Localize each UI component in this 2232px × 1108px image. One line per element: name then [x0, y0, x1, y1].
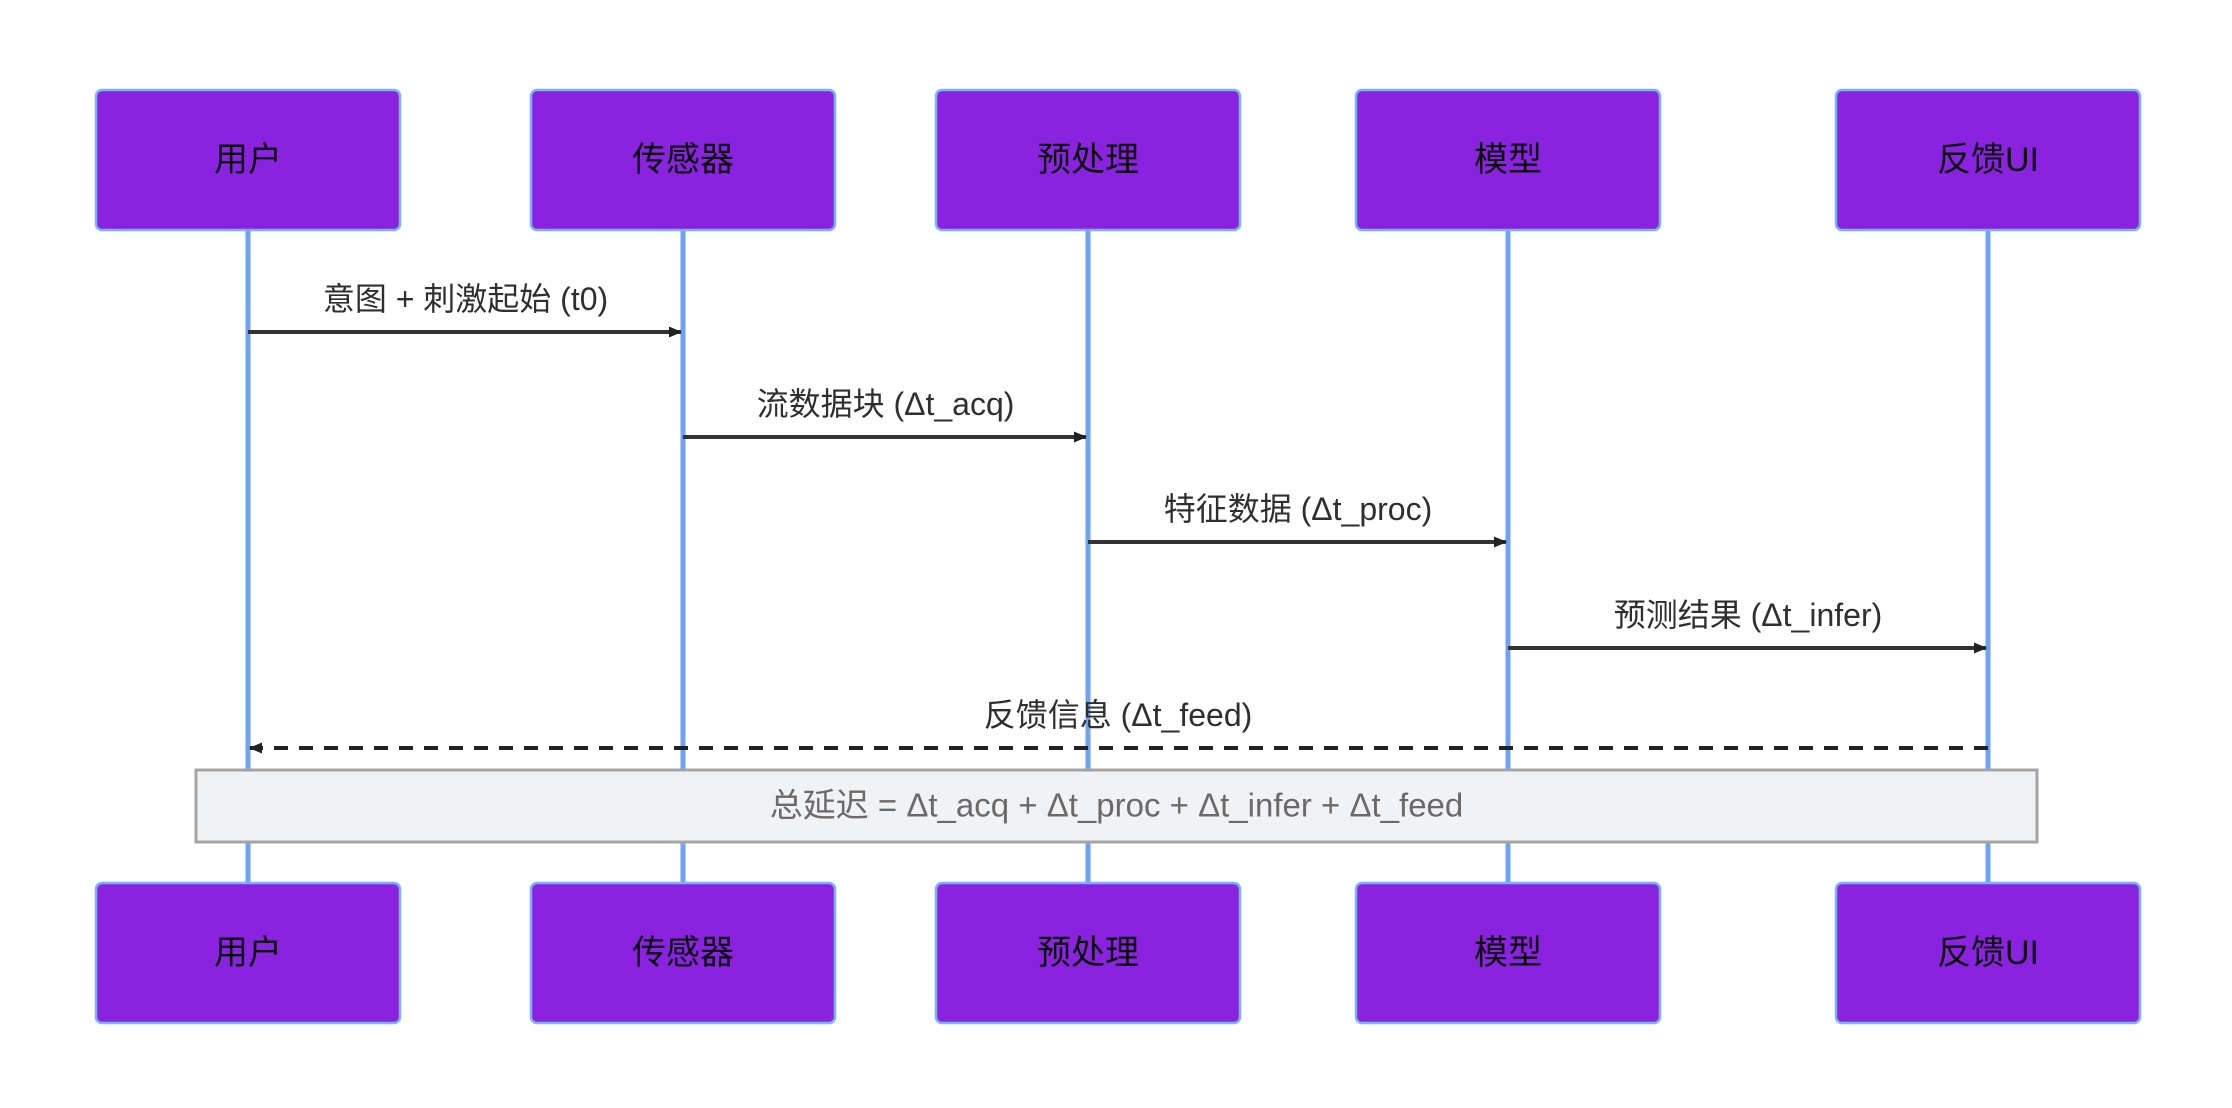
- participant-top-feedback_ui[interactable]: 反馈UI: [1834, 88, 2142, 232]
- message-label: 预测结果 (Δt_infer): [1614, 597, 1883, 633]
- participant-box[interactable]: [1834, 881, 2142, 1025]
- participant-top-model[interactable]: 模型: [1354, 88, 1662, 232]
- participant-label: 用户: [214, 141, 282, 179]
- participant-label: 反馈UI: [1937, 141, 2039, 179]
- note-box[interactable]: [194, 768, 2039, 844]
- participant-label: 预处理: [1037, 934, 1139, 972]
- participant-bottom-preprocess[interactable]: 预处理: [934, 881, 1242, 1025]
- top-participants-group: 用户 传感器 预处理 模型 反馈UI: [94, 88, 2142, 232]
- participant-label: 预处理: [1037, 141, 1139, 179]
- participant-box[interactable]: [529, 88, 837, 232]
- participant-label: 模型: [1474, 934, 1542, 972]
- participant-box[interactable]: [934, 881, 1242, 1025]
- participant-box[interactable]: [934, 88, 1242, 232]
- message-label: 意图 + 刺激起始 (t0): [323, 281, 608, 317]
- message-label: 特征数据 (Δt_proc): [1164, 491, 1433, 527]
- participant-bottom-feedback_ui[interactable]: 反馈UI: [1834, 881, 2142, 1025]
- participant-box[interactable]: [1834, 88, 2142, 232]
- participant-top-preprocess[interactable]: 预处理: [934, 88, 1242, 232]
- participant-box[interactable]: [1354, 88, 1662, 232]
- participant-label: 传感器: [632, 934, 734, 972]
- participant-bottom-model[interactable]: 模型: [1354, 881, 1662, 1025]
- participant-box[interactable]: [94, 88, 402, 232]
- message-5-feedback_ui-to-user[interactable]: 反馈信息 (Δt_feed): [249, 697, 1988, 754]
- message-2-sensor-to-preprocess[interactable]: 流数据块 (Δt_acq): [683, 386, 1087, 443]
- participant-label: 模型: [1474, 141, 1542, 179]
- messages-group: 意图 + 刺激起始 (t0) 流数据块 (Δt_acq) 特征数据 (Δt_proc…: [248, 281, 1988, 754]
- participant-box[interactable]: [1354, 881, 1662, 1025]
- participant-bottom-sensor[interactable]: 传感器: [529, 881, 837, 1025]
- participant-box[interactable]: [529, 881, 837, 1025]
- note-group: 总延迟 = Δt_acq + Δt_proc + Δt_infer + Δt_f…: [194, 768, 2039, 844]
- participant-label: 用户: [214, 934, 282, 972]
- message-label: 流数据块 (Δt_acq): [757, 386, 1015, 422]
- note-text: 总延迟 = Δt_acq + Δt_proc + Δt_infer + Δt_f…: [770, 787, 1464, 824]
- participant-label: 反馈UI: [1937, 934, 2039, 972]
- participant-top-sensor[interactable]: 传感器: [529, 88, 837, 232]
- message-4-model-to-feedback_ui[interactable]: 预测结果 (Δt_infer): [1508, 597, 1987, 654]
- participant-bottom-user[interactable]: 用户: [94, 881, 402, 1025]
- bottom-participants-group: 用户 传感器 预处理 模型 反馈UI: [94, 881, 2142, 1025]
- note-total-latency[interactable]: 总延迟 = Δt_acq + Δt_proc + Δt_infer + Δt_f…: [194, 768, 2039, 844]
- message-3-preprocess-to-model[interactable]: 特征数据 (Δt_proc): [1088, 491, 1507, 548]
- message-1-user-to-sensor[interactable]: 意图 + 刺激起始 (t0): [248, 281, 682, 338]
- participant-label: 传感器: [632, 141, 734, 179]
- participant-box[interactable]: [94, 881, 402, 1025]
- message-label: 反馈信息 (Δt_feed): [984, 697, 1253, 733]
- participant-top-user[interactable]: 用户: [94, 88, 402, 232]
